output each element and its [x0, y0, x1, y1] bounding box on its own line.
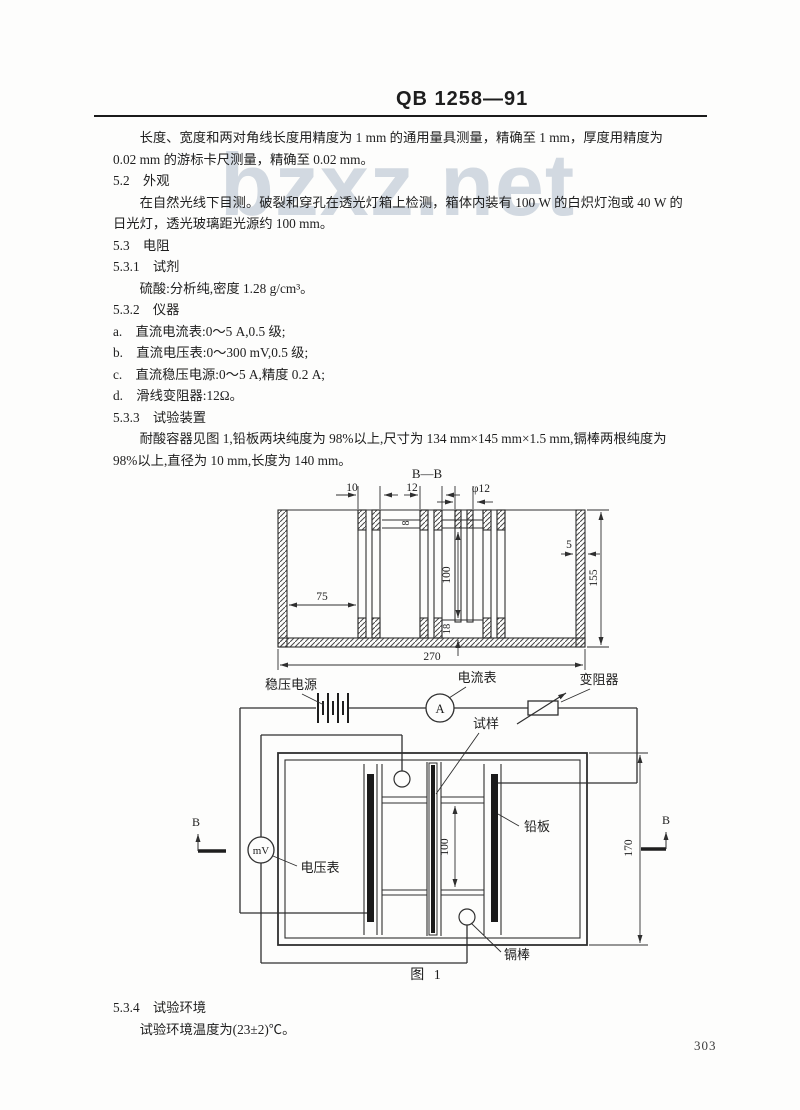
list-item-b: b. 直流电压表:0～300 mV,0.5 级; [113, 345, 309, 360]
section-view-container [277, 509, 586, 648]
sample-strip [428, 762, 438, 936]
figure-1-test-apparatus: B—B [192, 466, 670, 983]
battery-symbol [317, 693, 349, 723]
paragraph-apparatus: 耐酸容器见图 1,铅板两块纯度为 98%以上,尺寸为 134 mm×145 mm… [113, 431, 667, 468]
page-number: 303 [694, 1038, 717, 1053]
dim-rod-dia: φ12 [472, 483, 490, 495]
section-marker-right: B [641, 813, 670, 851]
dim-left-chamber: 75 [316, 591, 328, 603]
section-marker-left: B [192, 815, 226, 853]
tank-plan-view [277, 752, 588, 946]
standard-number: QB 1258—91 [396, 88, 529, 110]
lead-plate-right [491, 774, 498, 922]
paragraph-appearance: 在自然光线下目测。破裂和穿孔在透光灯箱上检测，箱体内装有 100 W 的白炽灯泡… [113, 194, 683, 232]
lead-plate-label: 铅板 [524, 819, 550, 834]
after-figure-text: 5.3.4 试验环境 试验环境温度为(23±2)℃。 [113, 997, 688, 1040]
dim-gap: 8 [401, 521, 412, 526]
header-rule [94, 115, 707, 117]
voltmeter-symbol: mV [253, 845, 270, 857]
body-text: 长度、宽度和两对角线长度用精度为 1 mm 的通用量具测量，精确至 1 mm，厚… [113, 127, 688, 471]
section-heading-5-3-1: 5.3.1 试剂 [113, 259, 180, 274]
cadmium-rod-label: 镉棒 [504, 947, 530, 962]
voltmeter-label: 电压表 [300, 860, 339, 875]
dim-depth-section: 100 [441, 566, 453, 584]
paragraph-reagent: 硫酸:分析纯,密度 1.28 g/cm³。 [139, 280, 314, 296]
cadmium-rod-bottom-circle [458, 908, 476, 926]
section-heading-5-3-2: 5.3.2 仪器 [113, 302, 180, 317]
dim-bottom-gap: 18 [442, 624, 453, 635]
dim-wall: 5 [566, 539, 572, 551]
figure-caption: 图 1 [410, 968, 444, 983]
rheostat-symbol [516, 692, 567, 725]
rheostat-label: 变阻器 [579, 672, 618, 687]
sample-label: 试样 [473, 716, 499, 731]
paragraph-measurement: 长度、宽度和两对角线长度用精度为 1 mm 的通用量具测量，精确至 1 mm，厚… [113, 130, 663, 167]
section-heading-5-3-3: 5.3.3 试验装置 [113, 409, 207, 425]
watermark: bzxz.net [220, 135, 576, 234]
ammeter-symbol: A [435, 702, 444, 716]
lead-plate-left [367, 774, 374, 922]
section-view-dimensions [277, 486, 609, 670]
list-item-c: c. 直流稳压电源:0～5 A,精度 0.2 A; [113, 366, 326, 382]
cadmium-rod-top-circle [393, 770, 411, 788]
section-marker-right-label: B [662, 813, 670, 827]
power-supply-label: 稳压电源 [265, 677, 317, 692]
section-heading-5-2: 5.2 外观 [113, 173, 170, 188]
dim-height-section: 155 [588, 569, 600, 587]
dim-tank-width: 170 [623, 839, 635, 857]
circuit-wiring [239, 707, 638, 964]
section-view-title: B—B [412, 466, 443, 481]
ammeter-circle [425, 693, 455, 723]
voltmeter-circle [247, 836, 275, 864]
ammeter-label: 电流表 [457, 670, 496, 685]
section-heading-5-3: 5.3 电阻 [113, 237, 170, 253]
dim-slot-mid: 12 [406, 482, 418, 494]
section-marker-left-label: B [192, 815, 200, 829]
section-heading-5-3-4: 5.3.4 试验环境 [113, 1000, 207, 1015]
dim-slot-left: 10 [346, 482, 358, 494]
tank-leader-lines [272, 732, 520, 953]
list-item-a: a. 直流电流表:0～5 A,0.5 级; [113, 323, 286, 339]
paragraph-environment: 试验环境温度为(23±2)℃。 [139, 1021, 296, 1037]
circuit-leader-lines [301, 686, 591, 706]
tank-dimensions [452, 752, 648, 946]
list-item-d: d. 滑线变阻器:12Ω。 [113, 388, 243, 403]
dim-depth-plan: 100 [439, 838, 451, 856]
dim-total-width: 270 [423, 651, 441, 663]
